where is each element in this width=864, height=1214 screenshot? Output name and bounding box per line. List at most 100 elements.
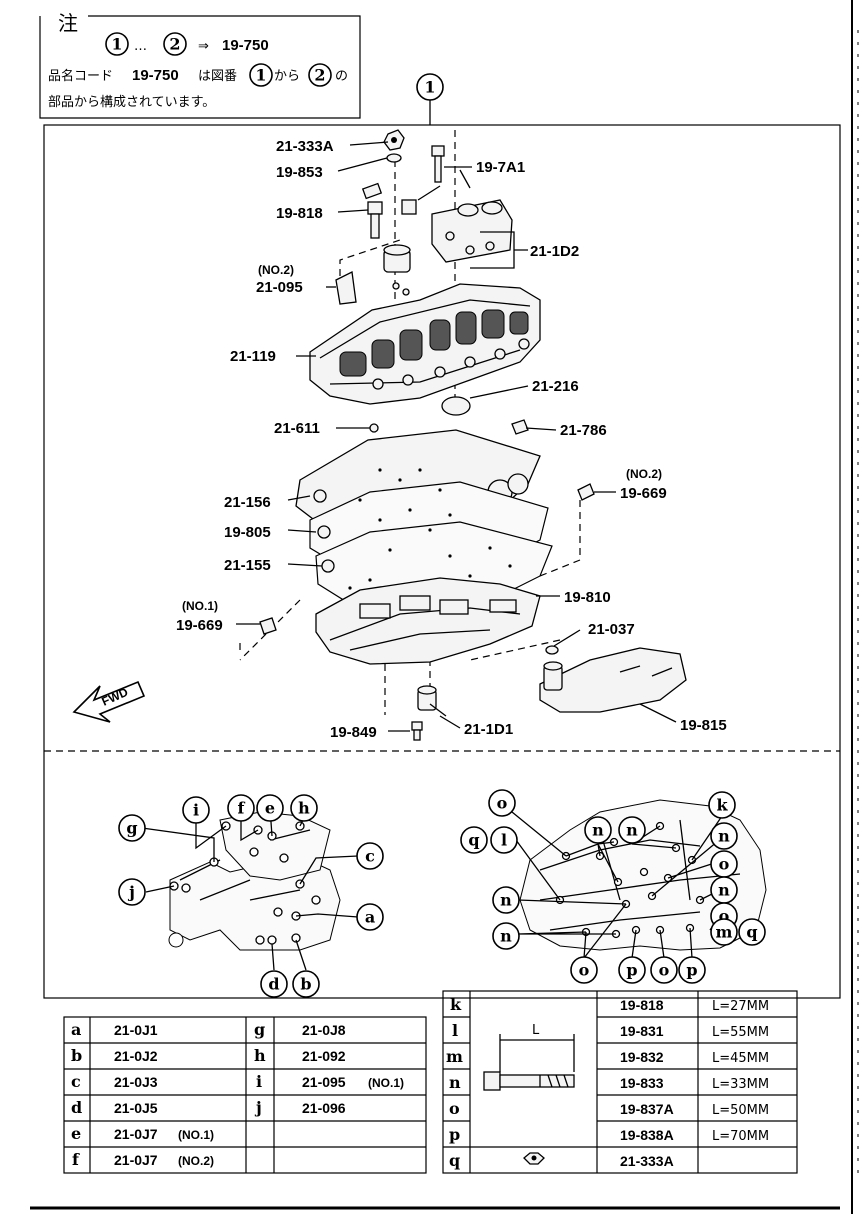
label-21-095-no: (NO.2) (258, 263, 294, 277)
label-19-669-no1: 19-669 (176, 617, 223, 634)
lower-valve-body-19-810 (315, 577, 541, 665)
svg-text:b: b (300, 975, 311, 994)
left-table-note: (NO.1) (368, 1076, 404, 1090)
right-table-length: L=45MM (712, 1051, 769, 1066)
ball-21-611 (369, 423, 379, 433)
label-19-7A1: 19-7A1 (476, 159, 525, 176)
svg-text:e: e (265, 799, 275, 818)
fwd-arrow: FWD (72, 680, 146, 723)
left-table-note: (NO.2) (178, 1154, 214, 1168)
left-table-code: 21-092 (302, 1048, 346, 1064)
svg-text:n: n (718, 827, 730, 846)
svg-text:1: 1 (424, 78, 435, 97)
label-21-155: 21-155 (224, 557, 271, 574)
left-table-letter: d (71, 1098, 82, 1117)
right-table-letter: q (449, 1151, 460, 1170)
right-table-code: 19-833 (620, 1075, 664, 1091)
leader-lines (236, 141, 677, 732)
note-box: 注 1 … 2 ⇒ 19-750 品名コード 19-750 は図番 1 から 2… (39, 11, 361, 119)
note-line2-n2: 2 (314, 66, 325, 85)
note-range-to: 2 (169, 35, 180, 54)
solenoid-21-1D2 (361, 169, 513, 263)
left-table-letter: h (254, 1046, 266, 1065)
label-21-119: 21-119 (230, 348, 276, 365)
o-ring-21-037 (545, 645, 559, 655)
right-table-code: 21-333A (620, 1153, 674, 1169)
right-table-length: L=27MM (712, 999, 769, 1014)
right-callout-diagram (511, 799, 767, 959)
label-21-611: 21-611 (274, 420, 320, 437)
left-table-code: 21-0J7 (114, 1152, 158, 1168)
label-21-216: 21-216 (532, 378, 579, 395)
svg-text:o: o (497, 794, 508, 813)
svg-text:n: n (500, 891, 512, 910)
main-frame (43, 124, 841, 999)
right-table-code: 19-831 (620, 1023, 664, 1039)
left-table-letter: e (71, 1124, 81, 1143)
clip-19-669-no2 (577, 483, 595, 501)
right-table-code: 19-838A (620, 1127, 674, 1143)
note-title: 注 (58, 11, 78, 35)
svg-text:n: n (718, 881, 730, 900)
note-line2-code: 19-750 (132, 67, 179, 84)
svg-text:f: f (238, 799, 246, 818)
left-parts-table: a 21-0J1 g 21-0J8 b 21-0J2 h 21-092 c 21… (63, 1016, 427, 1174)
svg-text:p: p (686, 961, 697, 980)
right-parts-table: L k 19-818 L=27MM l 19-831 L=55MM m 19-8… (442, 990, 798, 1174)
svg-text:l: l (501, 831, 507, 850)
note-line2-a: 品名コード (48, 68, 113, 84)
assembly-callout: 1 (416, 73, 444, 125)
right-table-letter: l (452, 1021, 458, 1040)
right-table-code: 19-832 (620, 1049, 664, 1065)
left-callout-diagram (141, 807, 359, 971)
note-line2-c: から (274, 69, 300, 84)
svg-text:q: q (746, 923, 757, 942)
label-19-853: 19-853 (276, 164, 323, 181)
svg-text:o: o (579, 961, 590, 980)
solenoid-21-1D1 (417, 685, 447, 717)
label-21-333A: 21-333A (276, 138, 334, 155)
bracket-19-815 (539, 647, 687, 713)
washer-19-853 (386, 153, 402, 163)
right-table-length: L=50MM (712, 1103, 769, 1118)
left-table-code: 21-095 (302, 1074, 346, 1090)
label-19-849: 19-849 (330, 724, 377, 741)
note-line3: 部品から構成されています。 (48, 95, 215, 110)
plate-21-216 (441, 396, 471, 416)
nut-21-333A (383, 129, 405, 151)
label-19-818: 19-818 (276, 205, 323, 222)
label-19-815: 19-815 (680, 717, 727, 734)
left-table-code: 21-096 (302, 1100, 346, 1116)
label-21-1D2: 21-1D2 (530, 243, 579, 260)
solenoid-small (383, 244, 411, 273)
right-table-letter: p (449, 1125, 460, 1144)
left-table-code: 21-0J3 (114, 1074, 158, 1090)
nut-icon (523, 1152, 545, 1165)
right-table-letter: n (449, 1073, 461, 1092)
upper-valve-body-21-119 (309, 283, 541, 405)
right-table-letter: m (446, 1047, 463, 1066)
left-table-letter: j (254, 1098, 262, 1117)
note-arrow: ⇒ (198, 39, 209, 54)
left-table-letter: a (71, 1020, 81, 1039)
bolt-19-7A1 (431, 145, 445, 183)
note-range-code: 19-750 (222, 37, 269, 54)
left-table-code: 21-0J7 (114, 1126, 158, 1142)
right-table-letter: k (450, 995, 462, 1014)
exploded-view: FWD 21-333A 19-853 19 (72, 129, 727, 741)
note-line2-b: は図番 (198, 69, 237, 84)
left-table-letter: b (71, 1046, 82, 1065)
svg-text:n: n (592, 821, 604, 840)
bolt-19-849 (411, 721, 423, 741)
left-table-note: (NO.1) (178, 1128, 214, 1142)
dimension-l-label: L (532, 1023, 540, 1038)
page-edge-marks (851, 0, 859, 1214)
left-callouts: i f e h g c j a d b (118, 794, 384, 998)
left-table-code: 21-0J1 (114, 1022, 158, 1038)
clip-21-786 (511, 419, 529, 435)
note-range-from: 1 (111, 35, 122, 54)
right-table-code: 19-818 (620, 997, 664, 1013)
svg-text:m: m (716, 923, 733, 942)
right-table-length: L=33MM (712, 1077, 769, 1092)
